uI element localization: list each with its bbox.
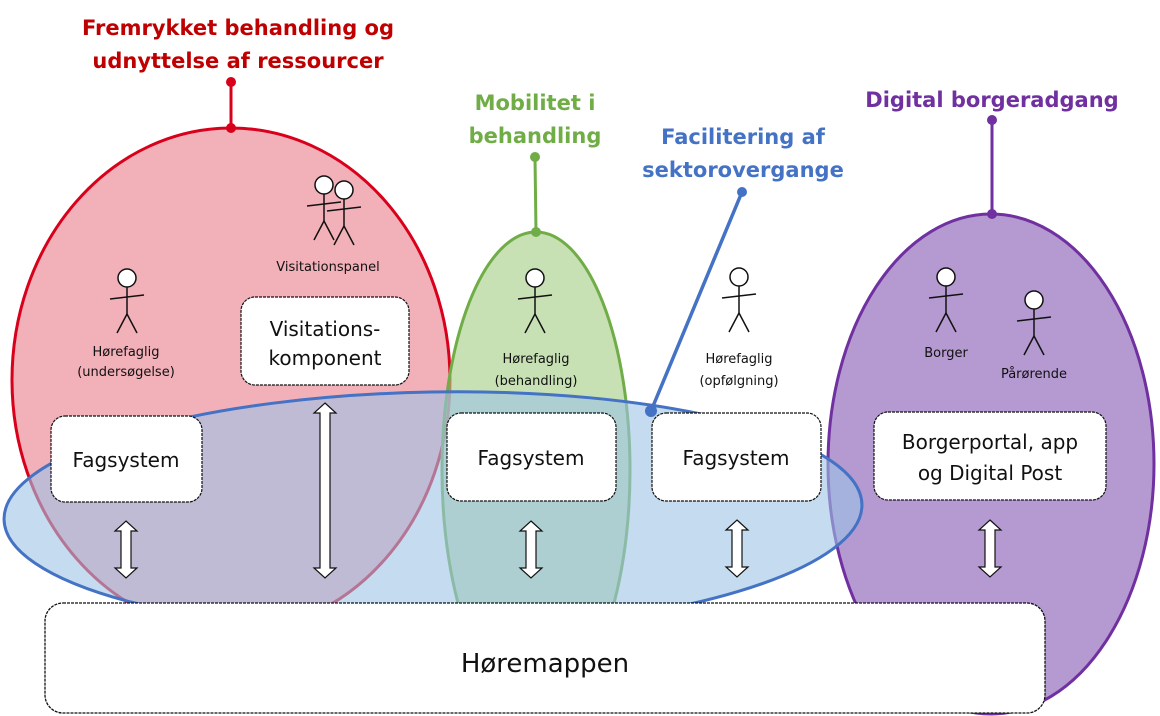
actor-label: Hørefaglig	[705, 352, 772, 367]
box-label: Fagsystem	[478, 446, 585, 470]
pin-dot-icon	[226, 123, 236, 133]
box-label: Fagsystem	[683, 446, 790, 470]
actor-label: Borger	[924, 346, 968, 361]
box-label: Borgerportal, app	[902, 430, 1078, 454]
title-green-line1: Mobilitet i	[475, 91, 596, 115]
callout-red	[226, 77, 236, 133]
component-box[interactable]: Fagsystem	[50, 415, 203, 503]
pin-dot-icon	[645, 405, 657, 417]
callout-green	[530, 152, 541, 237]
title-red-line1: Fremrykket behandling og	[82, 16, 394, 40]
pin-dot-icon	[226, 77, 236, 87]
main-box-hoeremappen[interactable]: Høremappen	[44, 602, 1046, 714]
box-label: Fagsystem	[73, 448, 180, 472]
actor-label: Visitationspanel	[276, 260, 379, 275]
title-red-line2: udnyttelse af ressourcer	[92, 49, 384, 73]
person-icon	[721, 267, 757, 333]
component-box[interactable]: Fagsystem	[446, 412, 617, 502]
pin-dot-icon	[531, 227, 541, 237]
component-box[interactable]: Visitations- komponent	[240, 296, 410, 386]
main-box-label: Høremappen	[461, 649, 629, 679]
box-label: Visitations-	[270, 317, 381, 341]
callout-blue	[645, 187, 747, 417]
actor-label: Hørefaglig	[92, 345, 159, 360]
pin-dot-icon	[737, 187, 747, 197]
box-label: komponent	[268, 346, 381, 370]
box-label: og Digital Post	[918, 461, 1063, 485]
callout-purple	[987, 115, 997, 219]
actor-label: Hørefaglig	[502, 352, 569, 367]
pin-dot-icon	[987, 115, 997, 125]
component-box[interactable]: Borgerportal, app og Digital Post	[873, 411, 1107, 501]
actor-label: (opfølgning)	[699, 374, 778, 389]
component-box[interactable]: Fagsystem	[651, 412, 822, 502]
pin-dot-icon	[530, 152, 540, 162]
actor-label: (undersøgelse)	[77, 365, 175, 380]
title-purple: Digital borgeradgang	[865, 88, 1118, 112]
title-green-line2: behandling	[469, 124, 602, 148]
title-blue-line1: Facilitering af	[661, 125, 826, 149]
actor-label: (behandling)	[495, 374, 578, 389]
title-blue-line2: sektorovergange	[642, 158, 844, 182]
actor-label: Pårørende	[1001, 367, 1067, 382]
pin-dot-icon	[987, 209, 997, 219]
